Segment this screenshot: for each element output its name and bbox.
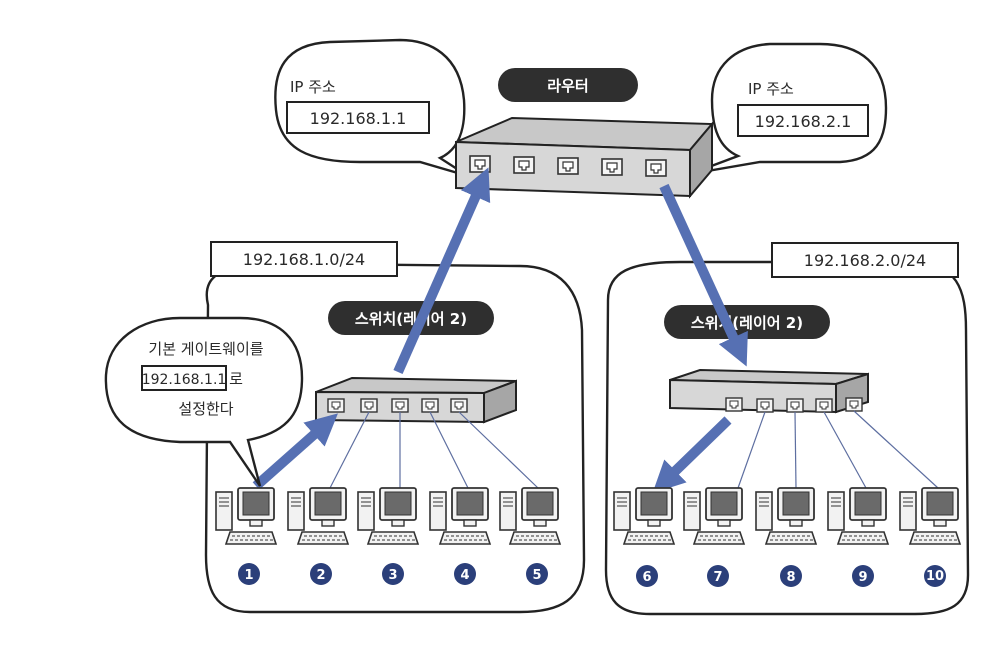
computer-icon: [899, 487, 961, 545]
computer-badge-6: [636, 565, 658, 587]
left-ip-box: [286, 101, 430, 134]
computer-icon: [499, 487, 561, 545]
computer-badge-3: [382, 563, 404, 585]
computer-number-4: 4: [460, 568, 469, 583]
gateway-note-line3: 설정한다: [178, 400, 233, 418]
computer-icon: [683, 487, 745, 545]
left-switch-label: 스위치(레이어 2): [355, 310, 467, 328]
router-icon: [455, 116, 715, 199]
computer-badge-5: [526, 563, 548, 585]
computer-icon: [287, 487, 349, 545]
computer-number-10: 10: [926, 569, 944, 584]
computer-icon: [827, 487, 889, 545]
computer-badge-4: [454, 563, 476, 585]
computer-badge-2: [310, 563, 332, 585]
router-label: 라우터: [547, 77, 588, 95]
left-switch-label-pill: [328, 301, 494, 335]
arrow-router-to-switch: [659, 183, 748, 367]
subnet-1-label: 192.168.1.0/24: [243, 250, 365, 269]
computer-number-9: 9: [858, 570, 867, 585]
computer-number-5: 5: [532, 568, 541, 583]
right-ip-caption: IP 주소: [748, 80, 794, 98]
computer-badge-10: [924, 565, 946, 587]
gateway-note-bubble: [104, 316, 304, 487]
right-ip-box: [737, 104, 869, 137]
left-ip-caption: IP 주소: [290, 78, 336, 96]
route-arrows: [252, 167, 748, 494]
arrow-pc1-to-switch: [252, 413, 338, 490]
arrow-switch-to-router: [393, 167, 491, 375]
computer-badge-1: [238, 563, 260, 585]
right-switch-label-pill: [664, 305, 830, 339]
subnet-2-label: 192.168.2.0/24: [804, 251, 926, 270]
router-label-pill: [498, 68, 638, 102]
gateway-note-ip-box: [141, 365, 227, 391]
left-cables: [329, 411, 539, 489]
computer-badge-7: [707, 565, 729, 587]
left-ip-value: 192.168.1.1: [310, 109, 407, 128]
computer-badges: 1 2 3 4 5 6 7 8 9 10: [238, 563, 946, 587]
computer-number-2: 2: [316, 568, 325, 583]
computer-icon: [755, 487, 817, 545]
computer-icon: [357, 487, 419, 545]
gateway-note-line1: 기본 게이트웨이를: [148, 340, 263, 358]
subnet-2-box: [771, 242, 959, 278]
computer-badge-8: [780, 565, 802, 587]
right-cables: [737, 410, 939, 489]
computer-number-3: 3: [388, 568, 397, 583]
network-2-boundary: [604, 260, 970, 616]
computers-network-1: [215, 487, 561, 545]
computer-icon: [613, 487, 675, 545]
left-switch-icon: [315, 376, 517, 424]
computers-network-2: [613, 487, 961, 545]
computer-number-8: 8: [786, 570, 795, 585]
computer-badge-9: [852, 565, 874, 587]
subnet-1-box: [210, 241, 398, 277]
gateway-note-ip: 192.168.1.1: [142, 372, 227, 388]
computer-number-6: 6: [642, 570, 651, 585]
gateway-note-suffix: 로: [229, 370, 243, 388]
computer-number-1: 1: [244, 568, 253, 583]
right-switch-icon: [669, 368, 869, 414]
computer-icon: [215, 487, 277, 545]
right-switch-label: 스위치(레이어 2): [691, 314, 803, 332]
computer-number-7: 7: [713, 570, 722, 585]
arrow-switch-to-pc6: [652, 416, 732, 494]
computer-icon: [429, 487, 491, 545]
right-ip-value: 192.168.2.1: [755, 112, 852, 131]
